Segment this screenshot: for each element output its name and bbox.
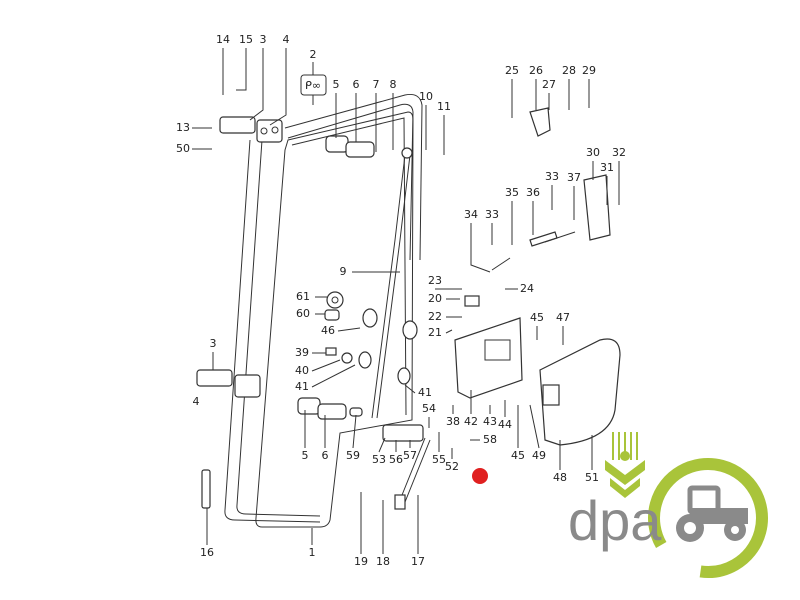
- callout: 33: [545, 170, 559, 183]
- callout: 5: [333, 78, 340, 91]
- callout: 34: [464, 208, 478, 221]
- callout: 49: [532, 449, 546, 462]
- callout: 19: [354, 555, 368, 568]
- callout: 60: [296, 307, 310, 320]
- callout: 33: [485, 208, 499, 221]
- callout: 8: [390, 78, 397, 91]
- callout: 35: [505, 186, 519, 199]
- callout: 3: [260, 33, 267, 46]
- callout-labels: 14 15 3 4 2 5 6 7 8 10 11 13 50 25 26 27…: [176, 33, 626, 568]
- callout: 5: [302, 449, 309, 462]
- callout: 50: [176, 142, 190, 155]
- dpa-logo: dpa: [568, 432, 768, 578]
- callout: 22: [428, 310, 442, 323]
- callout: 18: [376, 555, 390, 568]
- callout: 10: [419, 90, 433, 103]
- callout: 37: [567, 171, 581, 184]
- callout: 1: [309, 546, 316, 559]
- control-rod: [371, 154, 406, 419]
- callout: 4: [193, 395, 200, 408]
- callout: 32: [612, 146, 626, 159]
- callout: 45: [530, 311, 544, 324]
- callout: 58: [483, 433, 497, 446]
- callout: 20: [428, 292, 442, 305]
- svg-text:ᑭ∞: ᑭ∞: [305, 79, 321, 92]
- callout: 27: [542, 78, 556, 91]
- callout: 4: [283, 33, 290, 46]
- callout: 44: [498, 418, 512, 431]
- callout: 41: [418, 386, 432, 399]
- callout: 57: [403, 449, 417, 462]
- callout: 6: [353, 78, 360, 91]
- callout: 2: [310, 48, 317, 61]
- hinge-upper: [219, 116, 375, 158]
- callout: 56: [389, 453, 403, 466]
- callout: 15: [239, 33, 253, 46]
- callout: 14: [216, 33, 230, 46]
- callout: 36: [526, 186, 540, 199]
- callout: 16: [200, 546, 214, 559]
- callout: 40: [295, 364, 309, 377]
- callout: 38: [446, 415, 460, 428]
- callout: 24: [520, 282, 534, 295]
- callout: 54: [422, 402, 436, 415]
- highlight-marker: [472, 468, 488, 484]
- callout: 52: [445, 460, 459, 473]
- callout: 23: [428, 274, 442, 287]
- lock-plate: [454, 317, 523, 399]
- logo-text: dpa: [568, 489, 662, 552]
- callout: 47: [556, 311, 570, 324]
- callout: 6: [322, 449, 329, 462]
- lock-cover: [539, 338, 621, 446]
- door-frame: [224, 94, 423, 523]
- callout: 13: [176, 121, 190, 134]
- wheat-icon: [605, 432, 645, 498]
- callout: 39: [295, 346, 309, 359]
- callout: 28: [562, 64, 576, 77]
- callout: 11: [437, 100, 451, 113]
- callout: 43: [483, 415, 497, 428]
- callout: 3: [210, 337, 217, 350]
- hinge-lower: [196, 369, 347, 420]
- callout: 29: [582, 64, 596, 77]
- callout: 26: [529, 64, 543, 77]
- callout: 31: [600, 161, 614, 174]
- callout: 46: [321, 324, 335, 337]
- callout: 17: [411, 555, 425, 568]
- callout: 30: [586, 146, 600, 159]
- callout: 41: [295, 380, 309, 393]
- callout: 55: [432, 453, 446, 466]
- callout: 59: [346, 449, 360, 462]
- callout: 25: [505, 64, 519, 77]
- leader-lines: [192, 48, 620, 554]
- callout: 45: [511, 449, 525, 462]
- clip-box: [300, 74, 327, 96]
- callout: 9: [340, 265, 347, 278]
- gear-ring-icon: [648, 458, 768, 578]
- callout: 61: [296, 290, 310, 303]
- callout: 48: [553, 471, 567, 484]
- tractor-icon: [676, 485, 748, 542]
- callout: 51: [585, 471, 599, 484]
- callout: 21: [428, 326, 442, 339]
- callout: 42: [464, 415, 478, 428]
- callout: 53: [372, 453, 386, 466]
- callout: 7: [373, 78, 380, 91]
